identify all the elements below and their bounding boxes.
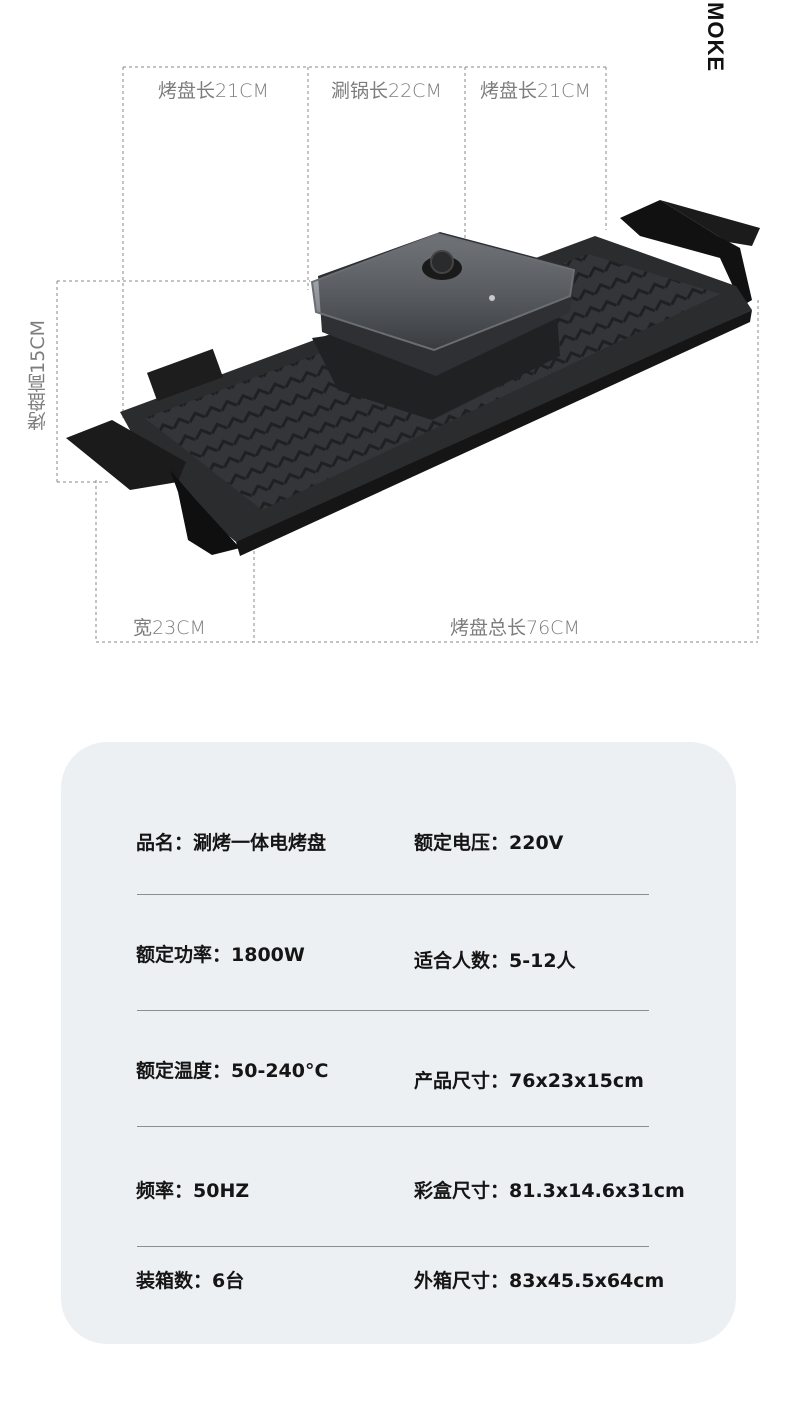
spec-row: 频率：50HZ 彩盒尺寸：81.3x14.6x31cm	[61, 1176, 736, 1236]
spec-product-size: 产品尺寸：76x23x15cm	[414, 1070, 644, 1092]
divider	[137, 894, 649, 895]
spec-product-name: 品名：涮烤一体电烤盘	[136, 832, 327, 854]
spec-outer-box-size: 外箱尺寸：83x45.5x64cm	[414, 1270, 665, 1292]
divider	[137, 1246, 649, 1247]
spec-row: 装箱数：6台 外箱尺寸：83x45.5x64cm	[61, 1266, 736, 1326]
spec-frequency: 频率：50HZ	[136, 1180, 250, 1202]
grill-illustration	[66, 200, 760, 556]
spec-row: 额定功率：1800W 适合人数：5-12人	[61, 940, 736, 1000]
spec-color-box-size: 彩盒尺寸：81.3x14.6x31cm	[414, 1180, 685, 1202]
dim-grill-height: 烤盘高15CM	[27, 320, 49, 431]
spec-row: 额定温度：50-240°C 产品尺寸：76x23x15cm	[61, 1056, 736, 1116]
right-handle	[620, 200, 760, 306]
dim-total-length: 烤盘总长76CM	[450, 617, 580, 639]
spec-rated-power: 额定功率：1800W	[136, 944, 305, 966]
dimension-guides	[56, 66, 759, 643]
divider	[137, 1010, 649, 1011]
hotpot	[310, 232, 576, 420]
dim-hotpot-length: 涮锅长22CM	[331, 80, 442, 102]
dim-grill-length-left: 烤盘长21CM	[158, 80, 269, 102]
dim-width: 宽23CM	[133, 617, 206, 639]
brand-logo-text: MOKE	[703, 2, 728, 72]
spec-card: 品名：涮烤一体电烤盘 额定电压：220V 额定功率：1800W 适合人数：5-1…	[61, 742, 736, 1344]
dim-grill-length-right: 烤盘长21CM	[480, 80, 591, 102]
left-handle	[66, 348, 240, 555]
spec-rated-voltage: 额定电压：220V	[414, 832, 564, 854]
spec-packing-quantity: 装箱数：6台	[136, 1270, 245, 1292]
spec-row: 品名：涮烤一体电烤盘 额定电压：220V	[61, 828, 736, 888]
spec-rated-temperature: 额定温度：50-240°C	[136, 1060, 329, 1082]
spec-people: 适合人数：5-12人	[414, 950, 576, 972]
divider	[137, 1126, 649, 1127]
